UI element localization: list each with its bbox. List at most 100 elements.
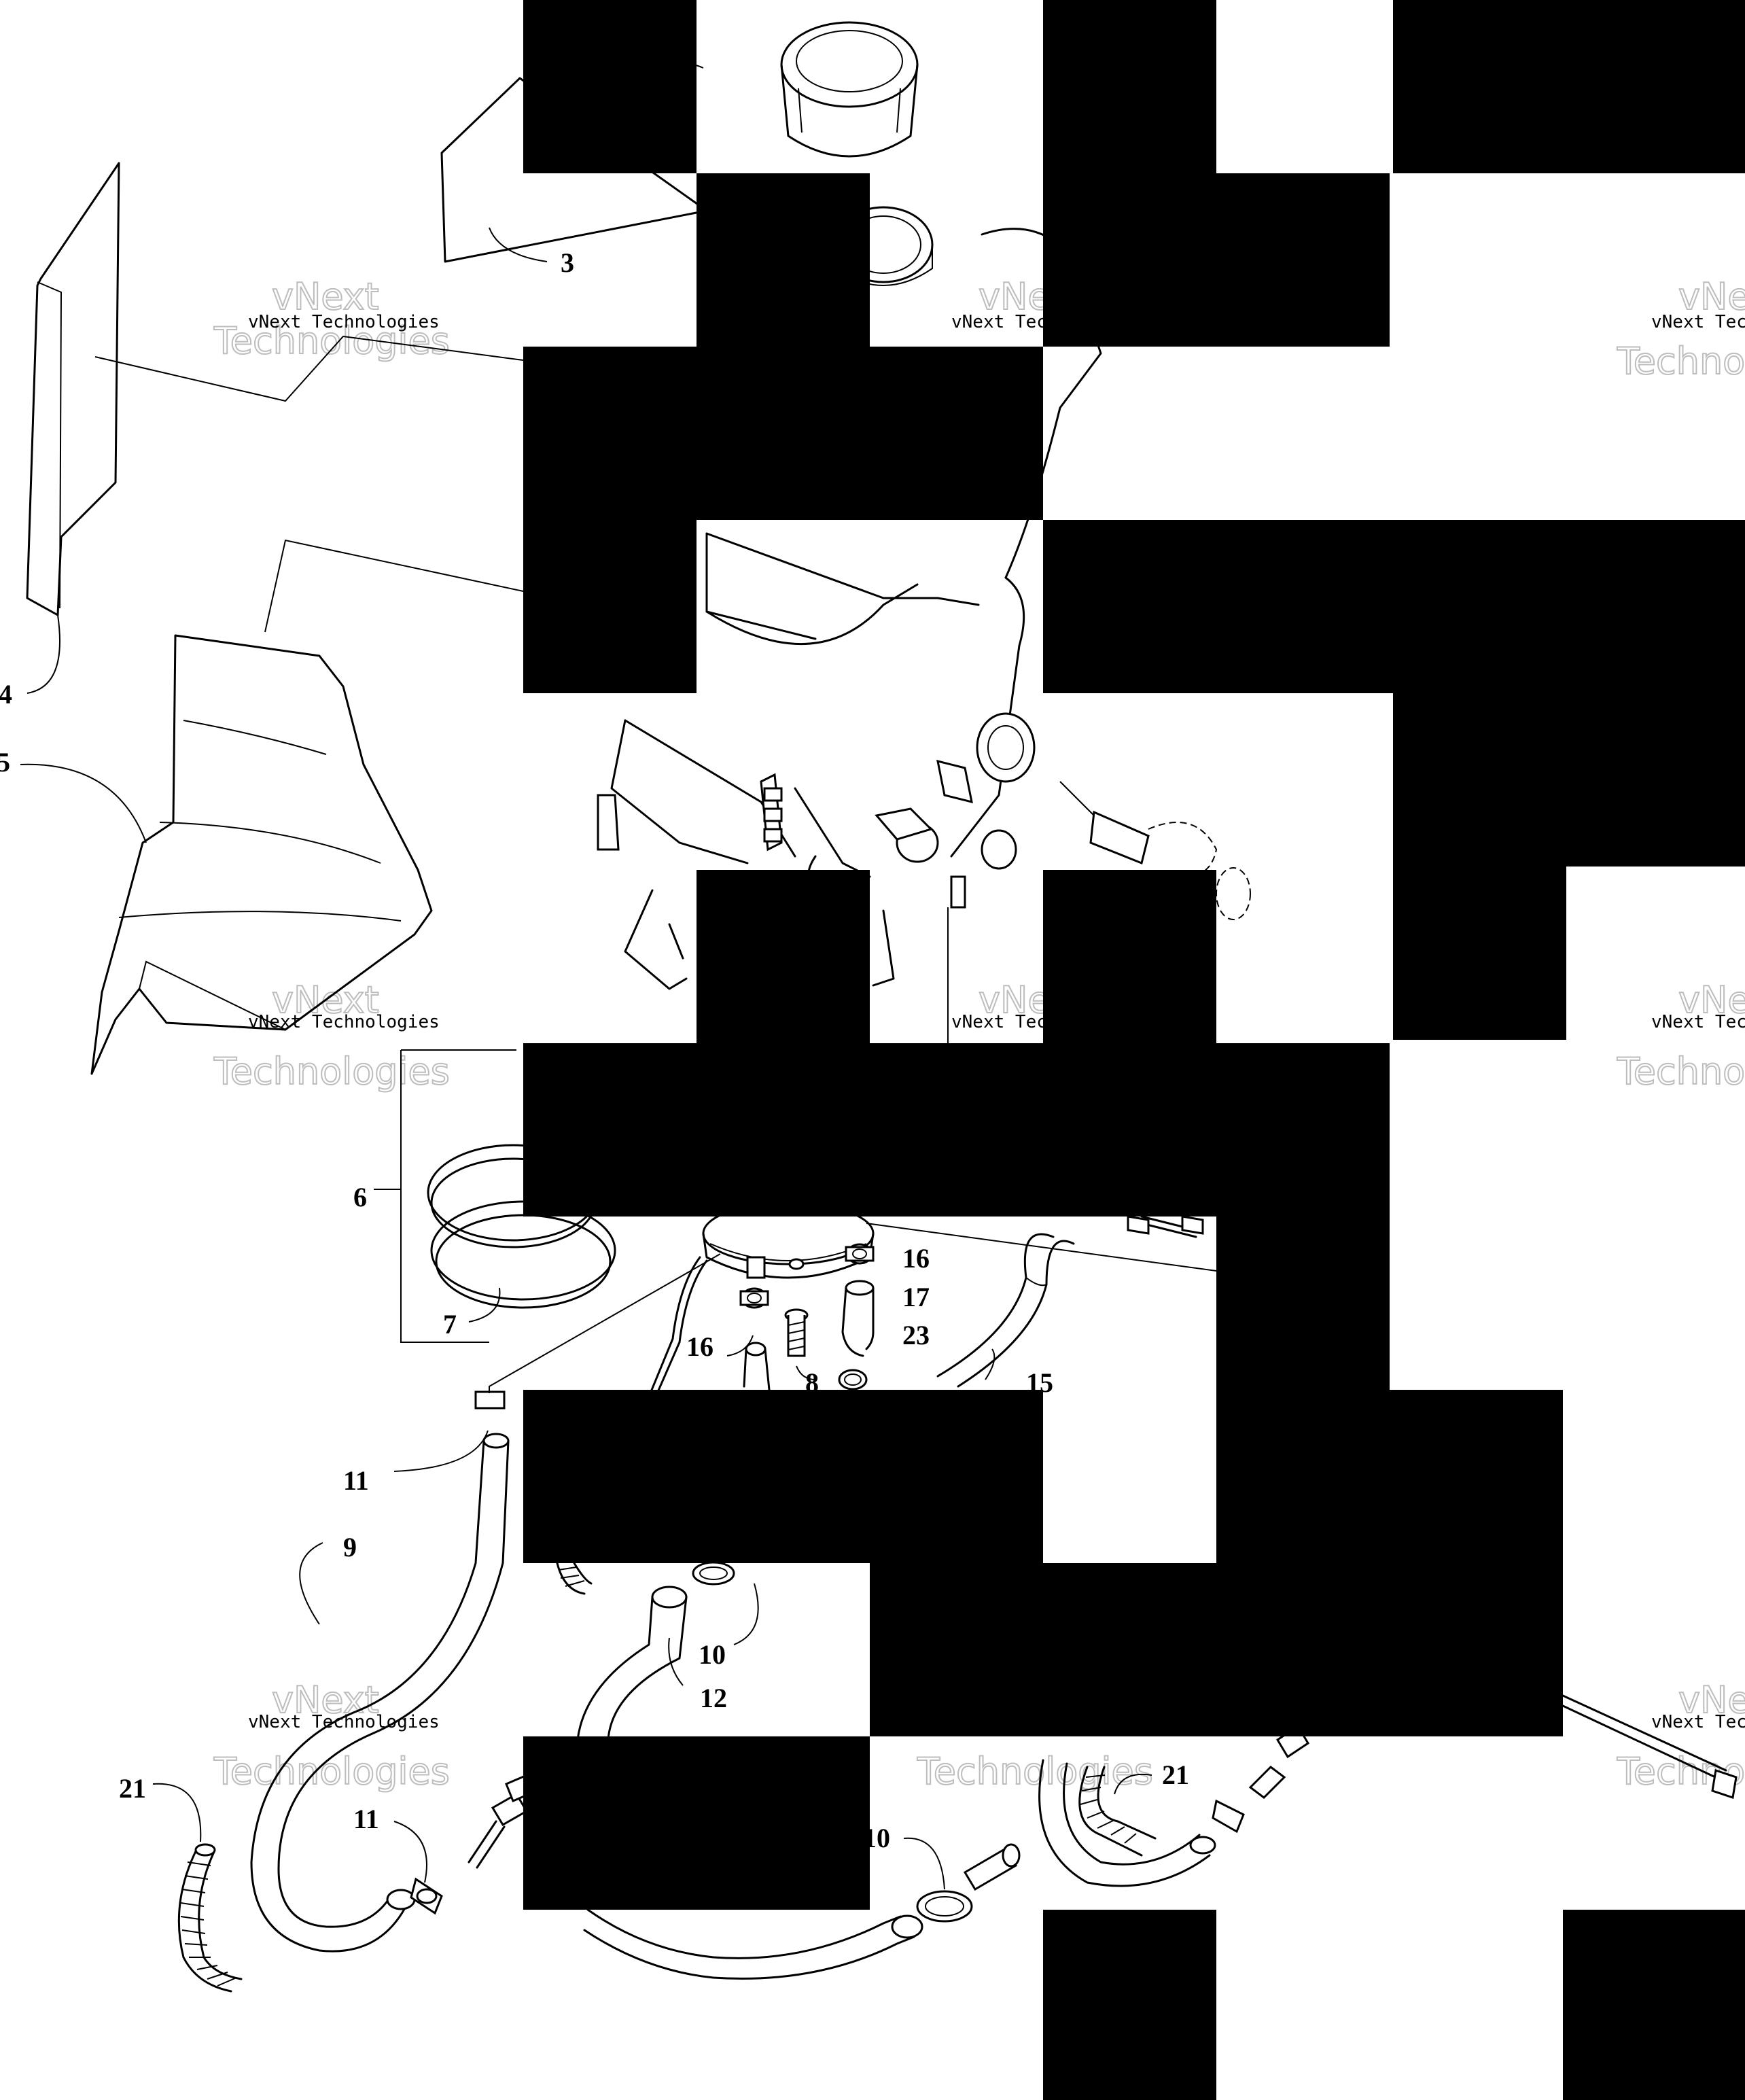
mask-block: [1393, 0, 1745, 173]
mask-block: [1563, 1910, 1745, 2100]
pump-body: [702, 1202, 875, 1279]
screw-part-8: [784, 1308, 809, 1357]
watermark-big-line2: Technologies: [1617, 340, 1745, 383]
callout-12: 12: [700, 1683, 727, 1713]
mask-block: [1393, 867, 1566, 1040]
leader-11-top: [393, 1430, 489, 1472]
watermark-big-line2: Technologies: [917, 1750, 1153, 1793]
clamp-right-bottom: [1212, 1799, 1245, 1834]
redaction-blocks: [523, 0, 1745, 2100]
callout-4: 4: [0, 679, 12, 710]
mask-block: [523, 1390, 1043, 1563]
watermark-3: vNext Technologies vNext Technologies: [1616, 275, 1745, 383]
callout-16-right: 16: [902, 1243, 930, 1274]
label-part-4: [26, 162, 120, 616]
leader-9: [299, 1542, 323, 1625]
callout-5: 5: [0, 747, 10, 777]
watermark-small: vNext Technologies: [1651, 1712, 1745, 1732]
callout-21-left: 21: [119, 1773, 146, 1804]
hose-part-15: [936, 1233, 1075, 1388]
leader-7: [468, 1287, 501, 1323]
leader-12: [668, 1637, 684, 1686]
hose-part-9: [250, 1433, 510, 1953]
watermark-big-line2: Technologies: [1617, 1050, 1745, 1093]
watermark-small: vNext Technologies: [1651, 312, 1745, 332]
leader-4: [27, 614, 60, 694]
mask-block: [523, 1736, 870, 1910]
callout-17: 17: [902, 1282, 930, 1312]
heat-shield-part-5: [90, 634, 433, 1075]
callout-16-left: 16: [686, 1331, 713, 1362]
pump-wires: [648, 1256, 708, 1398]
mask-block: [523, 0, 697, 173]
callout-23: 23: [902, 1320, 930, 1350]
leader-21-left: [152, 1783, 202, 1842]
callout-3: 3: [561, 247, 574, 278]
mask-block: [697, 173, 870, 347]
connector-part-11-bottom: [410, 1877, 443, 1915]
fitting-lower-center: [963, 1843, 1021, 1891]
leader-21-right: [1114, 1773, 1152, 1795]
callout-7: 7: [443, 1309, 457, 1340]
clamp-part-16-left: [739, 1287, 769, 1309]
tank-lower-left: [624, 889, 895, 990]
hose-short-left: [743, 1342, 771, 1391]
hose-lower-center: [583, 1908, 923, 1980]
mask-block: [1393, 693, 1745, 867]
callout-21-right: 21: [1162, 1760, 1189, 1790]
watermark-6: vNext Technologies vNext Technologies: [1616, 978, 1745, 1093]
mask-block: [523, 520, 697, 693]
mask-block: [870, 1563, 1563, 1736]
hose-right-upper: [1127, 1215, 1204, 1238]
corrugated-stub-center: [556, 1562, 593, 1595]
hose-part-21-right: [1078, 1766, 1157, 1857]
watermark-small: vNext Technologies: [248, 312, 440, 332]
cable-tie: [1562, 1694, 1738, 1799]
mask-block: [1043, 173, 1390, 347]
callout-11-top: 11: [343, 1465, 369, 1496]
watermark-big-line1: vNext: [1678, 275, 1745, 318]
leader-3: [489, 227, 548, 262]
watermark-big-line2: Technologies: [213, 319, 450, 362]
tank-body: [597, 228, 1102, 885]
watermark-big-line1: vNext: [272, 275, 379, 318]
clamp-part-10-lower: [916, 1890, 973, 1923]
hose-part-12: [576, 1586, 688, 1782]
leader-8: [796, 1365, 816, 1380]
filler-cap: [780, 21, 919, 158]
callout-9: 9: [343, 1532, 357, 1562]
leader-10-lower: [903, 1837, 945, 1890]
leader-lines: [20, 227, 1217, 1890]
leader-4-to-tank: [94, 335, 524, 402]
watermark-big-line1: vNext: [1678, 979, 1745, 1021]
mask-block: [523, 1043, 1390, 1217]
watermark-small: vNext Technologies: [248, 1712, 440, 1732]
watermark-1: vNext Technologies vNext Technologies: [213, 275, 451, 363]
connector-part-11-top: [474, 1390, 506, 1410]
watermark-big-line1: vNext: [272, 1679, 379, 1721]
mask-block: [1043, 870, 1216, 1043]
watermark-small: vNext Technologies: [1651, 1012, 1745, 1032]
leader-15: [985, 1348, 995, 1380]
watermark-big-line2: Technologies: [213, 1050, 450, 1093]
leader-bracket-6: [374, 1049, 516, 1343]
callout-6: 6: [353, 1182, 367, 1212]
clamp-part-10-upper: [692, 1561, 735, 1586]
leader-16-left: [726, 1335, 754, 1357]
leader-pump-right: [866, 1223, 1217, 1272]
leader-pump-11: [489, 1253, 721, 1393]
watermark-big-line1: vNext: [1678, 1679, 1745, 1721]
hose-part-17: [841, 1280, 875, 1357]
watermark-9: vNext Technologies vNext Technologies: [1616, 1678, 1745, 1793]
callout-10-upper: 10: [699, 1639, 726, 1670]
mask-block: [1216, 1390, 1563, 1563]
hose-right-bottom: [1038, 1759, 1216, 1887]
mask-block: [1043, 520, 1745, 693]
leader-10-upper: [733, 1583, 759, 1645]
hose-part-21-left: [177, 1843, 243, 1993]
callout-11-bottom: 11: [353, 1804, 379, 1834]
fitting-right-bottom: [1248, 1724, 1310, 1799]
mask-block: [1043, 1910, 1216, 2100]
